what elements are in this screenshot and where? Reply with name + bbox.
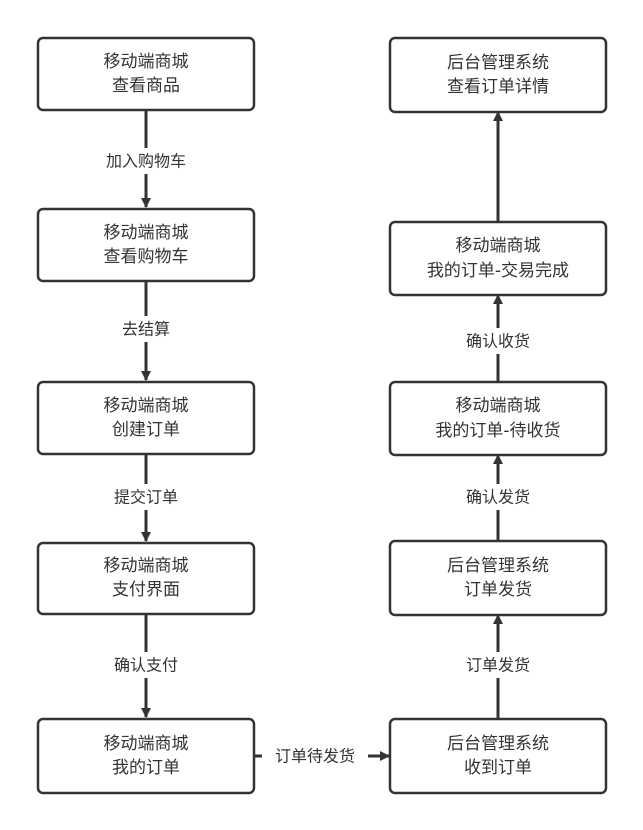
node-admin-received-order: 后台管理系统 收到订单 <box>388 717 608 795</box>
node-payment: 移动端商城 支付界面 <box>36 541 256 616</box>
edge-label-ship-order: 订单发货 <box>466 656 530 675</box>
node-create-order: 移动端商城 创建订单 <box>36 380 256 456</box>
node-line1: 移动端商城 <box>456 396 541 416</box>
node-view-product: 移动端商城 查看商品 <box>36 36 256 112</box>
node-awaiting-receipt: 移动端商城 我的订单-待收货 <box>388 380 608 457</box>
node-line2: 我的订单-待收货 <box>435 421 560 441</box>
node-line1: 移动端商城 <box>104 556 189 576</box>
node-line2: 收到订单 <box>464 758 532 778</box>
node-transaction-complete: 移动端商城 我的订单-交易完成 <box>388 220 608 297</box>
edge-label-add-to-cart: 加入购物车 <box>106 152 186 171</box>
node-line2: 我的订单-交易完成 <box>427 261 569 281</box>
edge-label-confirm-payment: 确认支付 <box>114 656 178 675</box>
node-line2: 我的订单 <box>112 758 180 778</box>
edge-label-submit-order: 提交订单 <box>114 488 178 507</box>
edge-label-awaiting-shipment: 订单待发货 <box>275 747 355 766</box>
node-line2: 订单发货 <box>464 580 532 600</box>
node-line1: 后台管理系统 <box>447 556 549 576</box>
node-view-cart: 移动端商城 查看购物车 <box>36 207 256 283</box>
node-line2: 查看订单详情 <box>447 77 549 97</box>
node-line2: 创建订单 <box>112 420 180 440</box>
node-line1: 移动端商城 <box>104 396 189 416</box>
node-admin-order-details: 后台管理系统 查看订单详情 <box>388 36 608 114</box>
edge-label-checkout: 去结算 <box>122 320 170 339</box>
node-admin-ship-order: 后台管理系统 订单发货 <box>388 539 608 617</box>
node-line1: 移动端商城 <box>104 223 189 243</box>
node-line1: 后台管理系统 <box>447 734 549 754</box>
edge-label-confirm-receipt: 确认收货 <box>466 332 530 351</box>
node-line1: 移动端商城 <box>104 52 189 72</box>
node-line1: 移动端商城 <box>456 236 541 256</box>
edge-label-confirm-shipment: 确认发货 <box>466 488 530 507</box>
node-line1: 移动端商城 <box>104 734 189 754</box>
node-line2: 查看商品 <box>112 76 180 96</box>
node-line2: 查看购物车 <box>104 247 189 267</box>
node-my-orders: 移动端商城 我的订单 <box>36 717 256 795</box>
node-line2: 支付界面 <box>112 580 180 600</box>
node-line1: 后台管理系统 <box>447 53 549 73</box>
